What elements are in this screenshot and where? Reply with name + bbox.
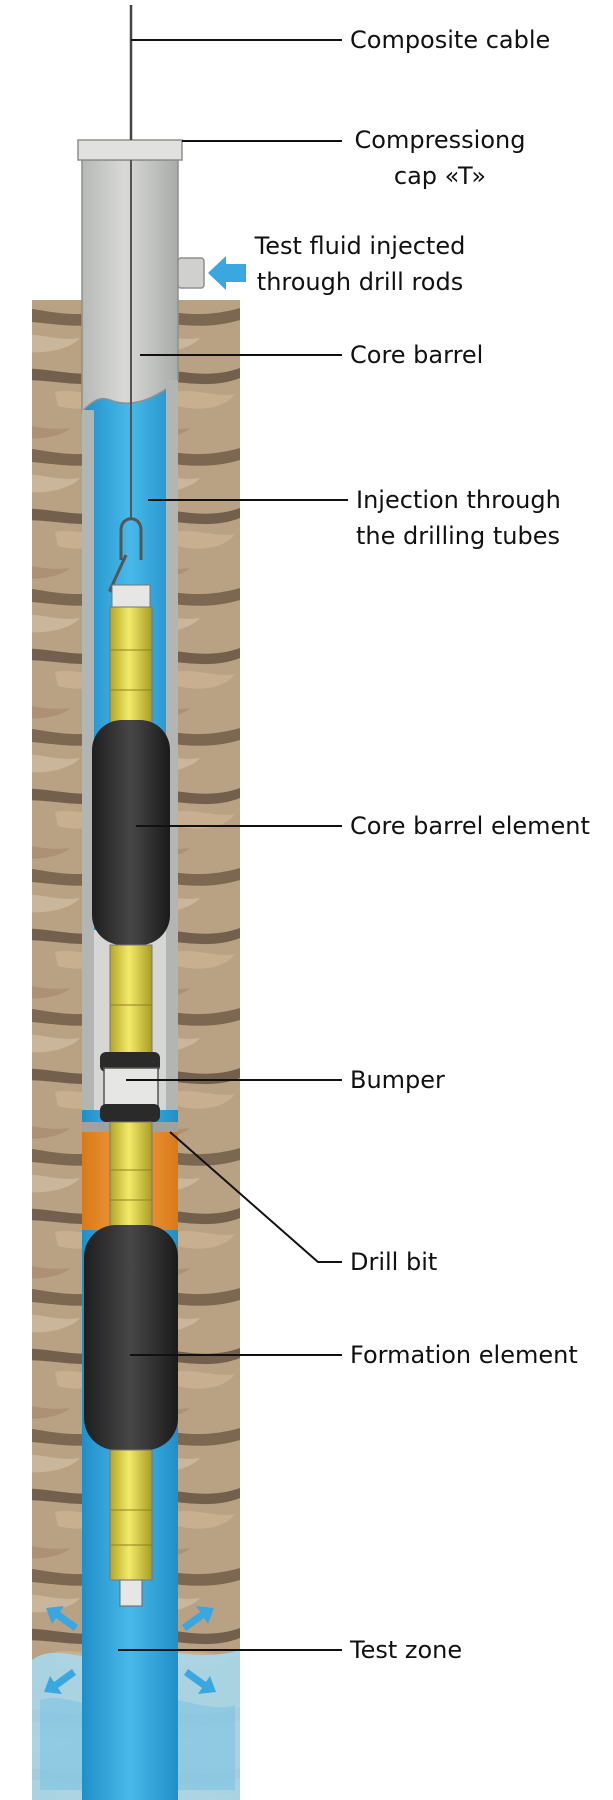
- middle-tool-string: [109, 944, 153, 1056]
- rock-right: [170, 300, 240, 1800]
- tool-shackle: [108, 517, 151, 608]
- label-test-fluid-line1: Test fluid injected: [254, 232, 466, 260]
- inlet-arrow-icon: [208, 256, 246, 290]
- label-formation-element: Formation element: [350, 1341, 578, 1369]
- side-inlet: [177, 257, 205, 289]
- rock-formation: [32, 300, 240, 1800]
- label-drill-bit: Drill bit: [350, 1248, 438, 1276]
- leader-drill-bit: [169, 1131, 342, 1263]
- label-injection-line2: the drilling tubes: [356, 522, 560, 550]
- label-test-fluid-line2: through drill rods: [256, 268, 464, 296]
- leader-lines: [118, 39, 348, 1651]
- label-bumper: Bumper: [350, 1066, 445, 1094]
- label-test-zone: Test zone: [350, 1636, 463, 1664]
- label-injection: Injection through the drilling tubes: [356, 482, 561, 554]
- core-barrel-wall-right: [166, 380, 178, 1110]
- label-composite-cable: Composite cable: [350, 26, 551, 54]
- test-zone-arrows: [44, 1606, 216, 1694]
- label-compression-cap-line2: cap «T»: [393, 162, 487, 190]
- label-test-fluid: Test fluid injected through drill rods: [240, 228, 480, 300]
- bottom-tool-string: [109, 1449, 153, 1607]
- label-core-barrel-element: Core barrel element: [350, 812, 590, 840]
- rock-left: [32, 300, 82, 1800]
- core-barrel-element: [92, 720, 170, 945]
- formation-element: [84, 1225, 178, 1450]
- label-compression-cap: Compressiong cap «T»: [340, 122, 540, 194]
- lower-tool-string: [109, 1121, 153, 1233]
- compression-cap: [77, 139, 183, 161]
- label-core-barrel: Core barrel: [350, 341, 484, 369]
- label-injection-line1: Injection through: [356, 486, 561, 514]
- bumper: [100, 1052, 160, 1122]
- upper-tool-string: [109, 606, 153, 728]
- core-barrel-wall-left: [82, 410, 94, 1110]
- label-compression-cap-line1: Compressiong: [354, 126, 526, 154]
